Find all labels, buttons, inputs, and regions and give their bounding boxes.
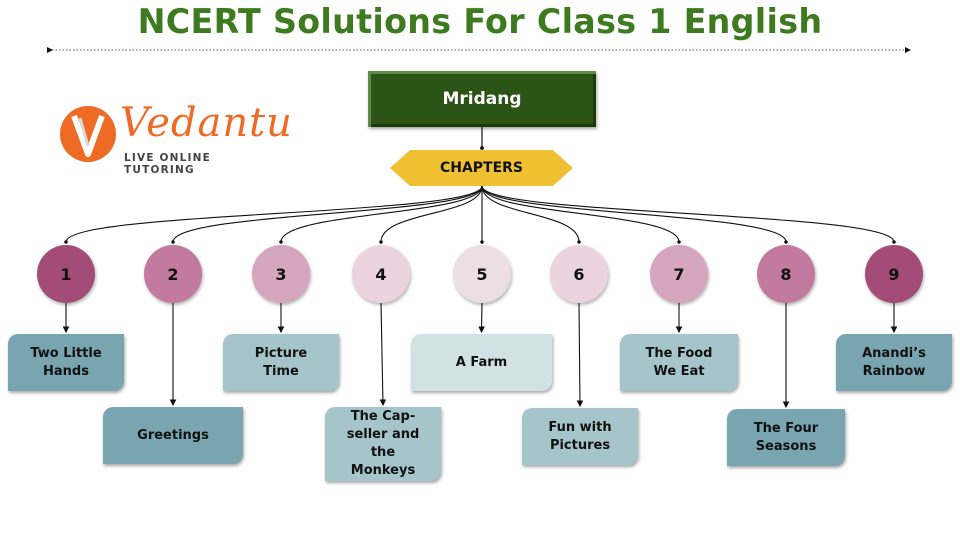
vedantu-logo-icon — [60, 106, 116, 162]
chapter-title-node: A Farm — [411, 334, 552, 391]
chapter-number-node: 9 — [865, 245, 923, 303]
chapters-hub-node: CHAPTERS — [390, 150, 573, 186]
vedantu-logo: Vedantu LIVE ONLINE TUTORING — [60, 100, 292, 176]
chapter-title-node: The Four Seasons — [727, 409, 845, 466]
chapter-number-node: 1 — [37, 245, 95, 303]
chapter-title-text: Two Little Hands — [30, 345, 102, 379]
chapter-number-node: 8 — [757, 245, 815, 303]
chapter-title-node: Two Little Hands — [8, 334, 124, 391]
hub-to-chapter-3-connector — [279, 185, 483, 244]
chapter-title-node: The Cap-seller and the Monkeys — [325, 407, 441, 481]
chapter-title-text: Anandi’s Rainbow — [862, 345, 926, 379]
chapter-title-text: Picture Time — [254, 345, 308, 379]
chapter-title-text: The Four Seasons — [753, 420, 819, 454]
book-title-node: Mridang — [368, 71, 596, 127]
hub-to-chapter-6-connector — [481, 185, 581, 244]
hub-to-chapter-9-connector — [481, 185, 896, 244]
chapter-title-node: Anandi’s Rainbow — [836, 334, 952, 391]
chapter-title-text: The Food We Eat — [645, 345, 713, 379]
chapter-number-node: 2 — [144, 245, 202, 303]
vedantu-wordmark: Vedantu — [120, 100, 293, 146]
chapter-title-text: A Farm — [455, 354, 508, 370]
chapter-title-node: Fun with Pictures — [522, 408, 638, 465]
chapter-number-node: 5 — [453, 245, 511, 303]
chapter-title-text: Fun with Pictures — [548, 419, 612, 453]
hub-to-chapter-8-connector — [481, 185, 788, 244]
chapter-number-node: 3 — [252, 245, 310, 303]
hub-to-chapter-7-connector — [481, 185, 681, 244]
chapter-5-title-connector — [478, 302, 485, 334]
hub-to-chapter-2-connector — [171, 185, 483, 244]
chapter-title-text: Greetings — [137, 427, 209, 443]
chapter-title-node: Picture Time — [223, 334, 339, 391]
chapter-title-node: The Food We Eat — [620, 334, 738, 391]
chapter-number-node: 4 — [352, 245, 410, 303]
chapter-4-title-connector — [379, 302, 387, 407]
chapter-title-text: The Cap-seller and the Monkeys — [346, 409, 420, 478]
hub-to-chapter-4-connector — [379, 185, 483, 244]
page-title: NCERT Solutions For Class 1 English — [137, 2, 823, 42]
vedantu-tagline: LIVE ONLINE TUTORING — [124, 152, 212, 176]
chapter-number-node: 7 — [650, 245, 708, 303]
hub-to-chapter-1-connector — [64, 185, 483, 244]
chapter-number-node: 6 — [550, 245, 608, 303]
chapter-6-title-connector — [576, 302, 584, 408]
chapter-title-node: Greetings — [103, 407, 243, 464]
